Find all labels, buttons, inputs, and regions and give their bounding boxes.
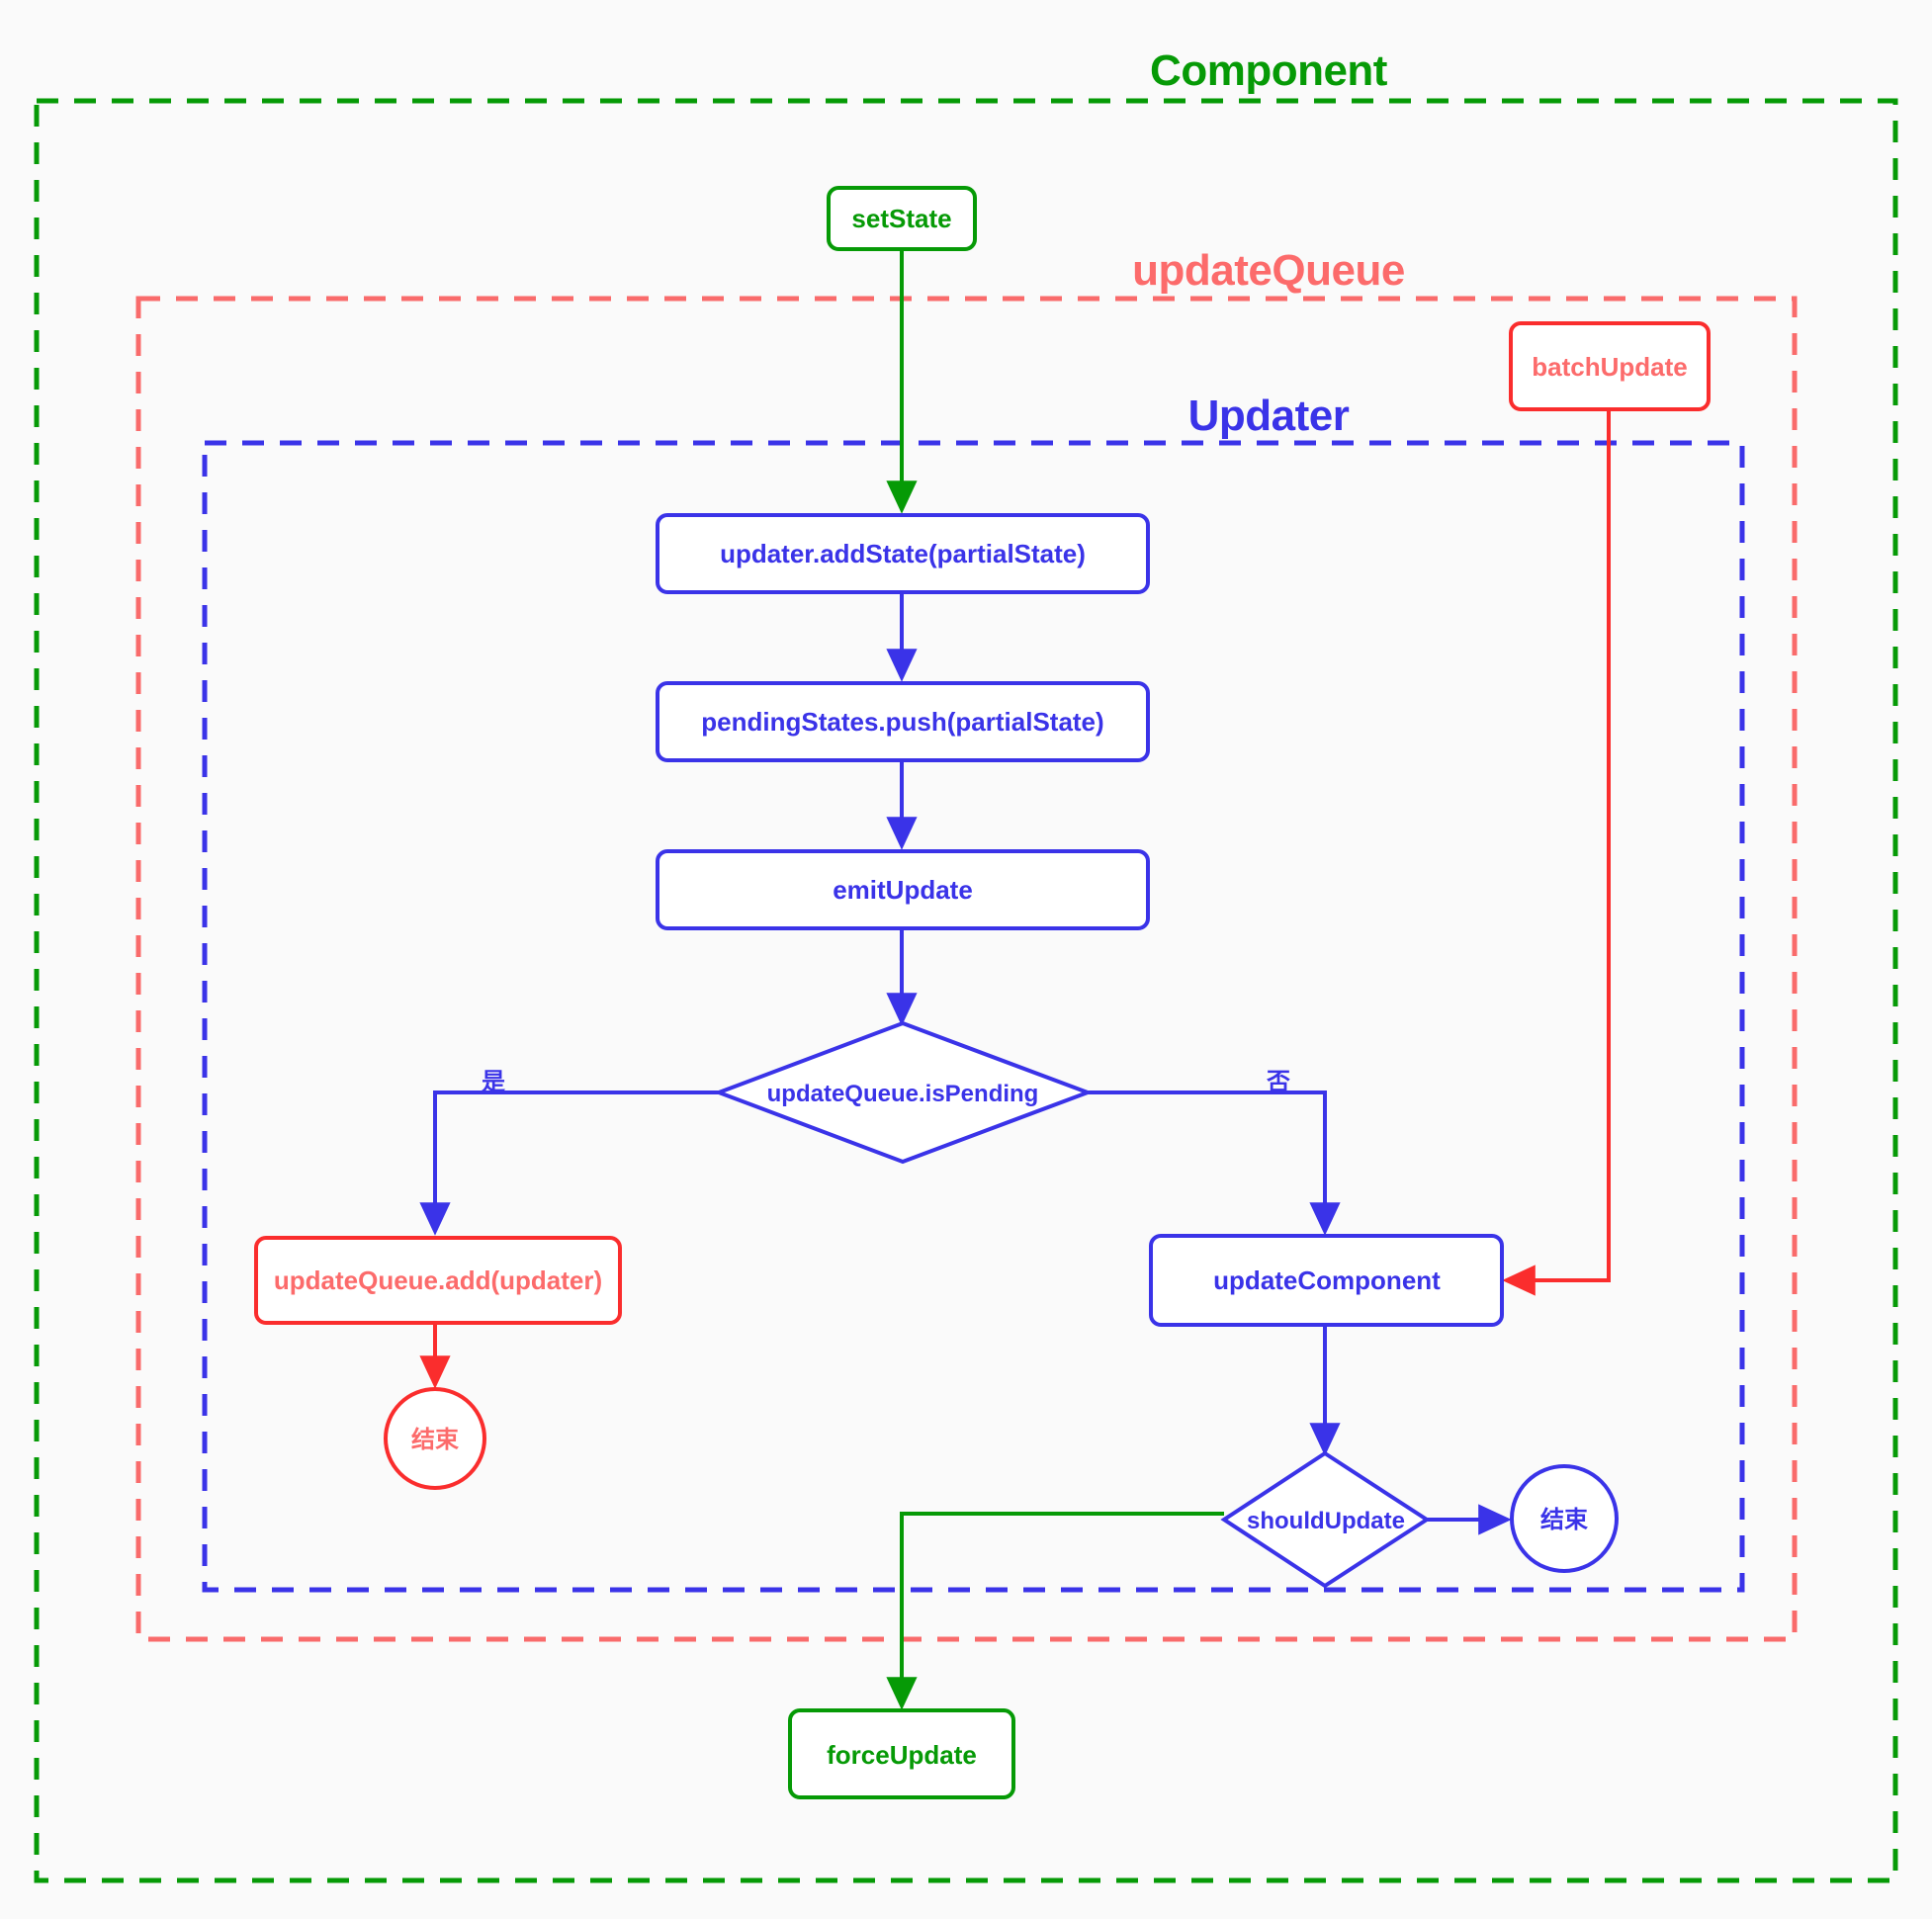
- node-batchupdate[interactable]: batchUpdate: [1509, 321, 1711, 411]
- node-setstate[interactable]: setState: [827, 186, 977, 251]
- node-setstate-label: setState: [851, 204, 951, 233]
- node-end-left[interactable]: 结束: [384, 1387, 486, 1490]
- node-forceupdate[interactable]: forceUpdate: [788, 1708, 1015, 1799]
- node-updater-addstate[interactable]: updater.addState(partialState): [656, 513, 1150, 594]
- node-updatecomponent-label: updateComponent: [1213, 1265, 1441, 1295]
- node-updatequeue-add[interactable]: updateQueue.add(updater): [254, 1236, 622, 1325]
- edge-label-yes: 是: [482, 1069, 505, 1095]
- node-shouldupdate-label: shouldUpdate: [1247, 1508, 1405, 1534]
- group-label-component: Component: [1150, 46, 1388, 95]
- group-container-updatequeue: [135, 296, 1798, 1642]
- node-forceupdate-label: forceUpdate: [827, 1740, 977, 1770]
- node-emitupdate-shape: [656, 849, 1150, 930]
- edge-ispending-yes-to-queueadd: [419, 1090, 719, 1236]
- node-updatecomponent[interactable]: updateComponent: [1149, 1234, 1504, 1327]
- group-label-updater: Updater: [1188, 392, 1350, 440]
- node-end-right[interactable]: 结束: [1510, 1464, 1619, 1573]
- edge-batchupdate-to-updatecomponent: [1502, 409, 1611, 1296]
- node-updater-addstate-label: updater.addState(partialState): [720, 539, 1086, 568]
- group-container-updater: [202, 440, 1745, 1593]
- node-updatequeue-add-shape: [254, 1236, 622, 1325]
- node-end-left-label: 结束: [411, 1427, 460, 1453]
- edge-shouldupdate-to-forceupdate: [886, 1512, 1224, 1710]
- group-label-updatequeue: updateQueue: [1132, 246, 1405, 295]
- group-container-component: [34, 98, 1898, 1883]
- node-ispending-label: updateQueue.isPending: [767, 1081, 1039, 1107]
- node-updater-addstate-shape: [656, 513, 1150, 594]
- node-shouldupdate[interactable]: shouldUpdate: [1220, 1450, 1431, 1589]
- node-setstate-shape: [827, 186, 977, 251]
- node-emitupdate[interactable]: emitUpdate: [656, 849, 1150, 930]
- node-pendingstates-push-shape: [656, 681, 1150, 762]
- edge-ispending-no-to-updatecomponent: [1086, 1090, 1341, 1236]
- node-batchupdate-label: batchUpdate: [1532, 352, 1687, 382]
- node-forceupdate-shape: [788, 1708, 1015, 1799]
- node-updatecomponent-shape: [1149, 1234, 1504, 1327]
- node-updatequeue-add-label: updateQueue.add(updater): [274, 1265, 602, 1295]
- node-pendingstates-push-label: pendingStates.push(partialState): [701, 707, 1103, 737]
- edge-label-no: 否: [1266, 1069, 1290, 1095]
- node-end-right-shape: [1510, 1464, 1619, 1573]
- node-emitupdate-label: emitUpdate: [833, 875, 973, 905]
- node-end-right-label: 结束: [1540, 1507, 1589, 1533]
- node-shouldupdate-shape: [1220, 1450, 1431, 1589]
- node-ispending-shape: [713, 1020, 1094, 1165]
- node-ispending[interactable]: updateQueue.isPending: [713, 1020, 1094, 1165]
- node-end-left-shape: [384, 1387, 486, 1490]
- node-pendingstates-push[interactable]: pendingStates.push(partialState): [656, 681, 1150, 762]
- node-batchupdate-shape: [1509, 321, 1711, 411]
